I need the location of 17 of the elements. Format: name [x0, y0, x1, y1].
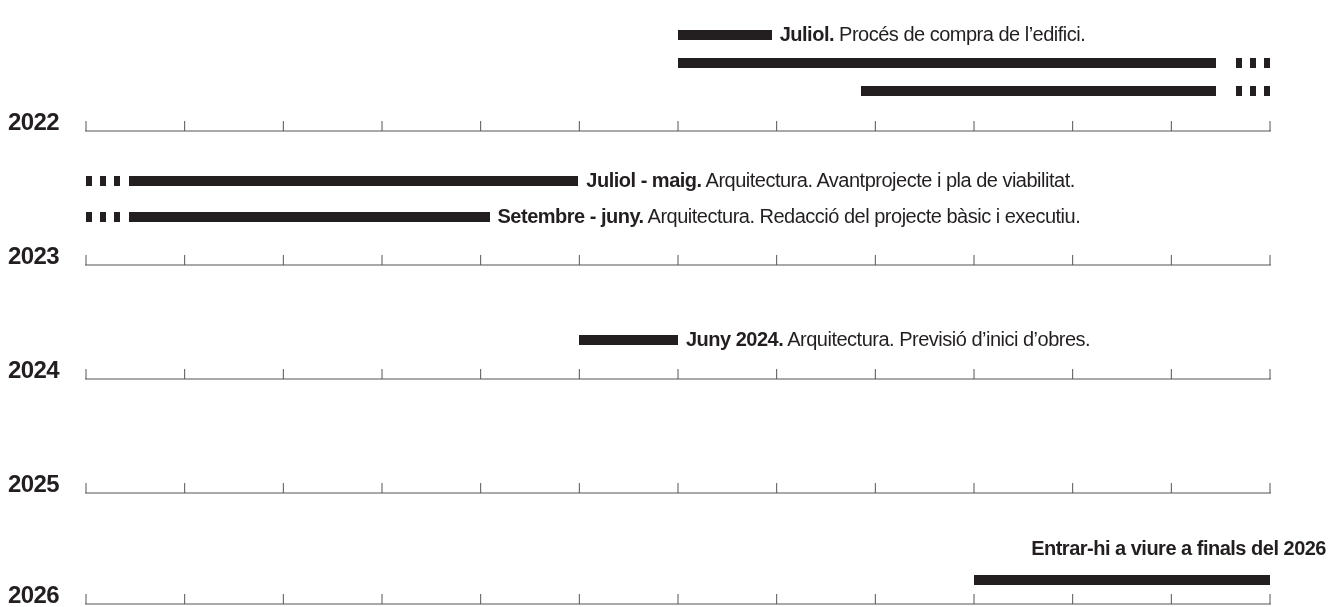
timeline-bar — [678, 58, 1216, 68]
bar-caption: Juliol - maig. Arquitectura. Avantprojecte i pla de viabilitat. — [586, 170, 1075, 190]
bar-caption: Entrar-hi a viure a finals del 2026 — [1031, 538, 1326, 558]
timeline-bar — [129, 176, 579, 186]
year-label: 2025 — [8, 472, 59, 496]
year-label: 2023 — [8, 244, 59, 268]
timeline-bar — [129, 212, 490, 222]
timeline-bar — [974, 575, 1270, 585]
timeline-bar — [579, 335, 678, 345]
year-label: 2022 — [8, 110, 59, 134]
bar-caption: Juliol. Procés de compra de l’edifici. — [779, 24, 1086, 44]
year-label: 2024 — [8, 358, 59, 382]
timeline-bar — [860, 86, 1216, 96]
bar-caption: Juny 2024. Arquitectura. Previsió d’inici d’obres. — [686, 329, 1091, 349]
timeline-bar — [678, 30, 772, 40]
year-label: 2026 — [8, 583, 59, 607]
bar-caption: Setembre - juny. Arquitectura. Redacció del projecte bàsic i executiu. — [497, 206, 1081, 226]
